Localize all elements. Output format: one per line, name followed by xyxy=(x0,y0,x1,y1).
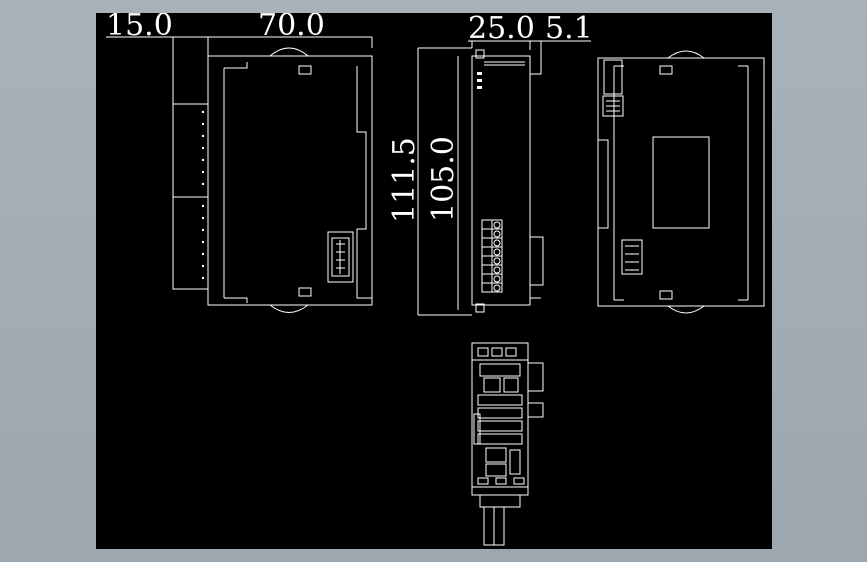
dim-111-5: 111.5 xyxy=(387,137,422,223)
dimension-lines xyxy=(106,36,591,316)
technical-drawing: 15.0 70.0 25.0 5.1 111.5 105.0 xyxy=(106,13,765,546)
dim-70: 70.0 xyxy=(258,13,325,43)
back-view xyxy=(597,50,765,314)
dim-15: 15.0 xyxy=(106,13,173,43)
bottom-view xyxy=(471,342,544,546)
terminal-dots xyxy=(201,110,205,280)
terminal-strip xyxy=(481,219,503,293)
front-view xyxy=(471,49,544,313)
drawing-canvas[interactable]: 15.0 70.0 25.0 5.1 111.5 105.0 xyxy=(96,13,772,549)
dim-105: 105.0 xyxy=(426,136,461,222)
side-view xyxy=(172,47,373,313)
